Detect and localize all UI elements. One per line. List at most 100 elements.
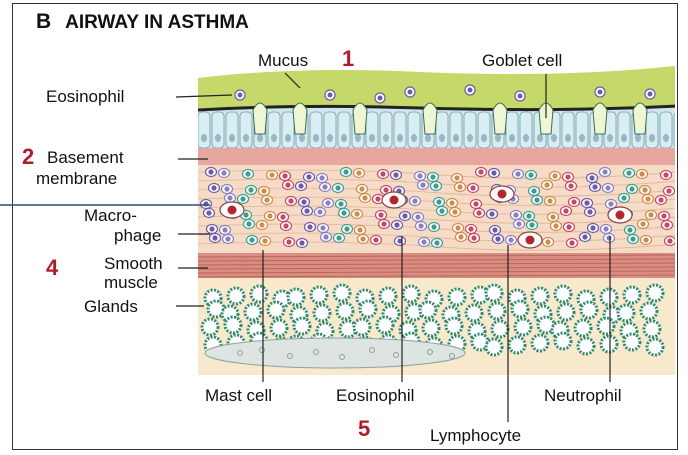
label-muscle: muscle	[104, 273, 158, 292]
cell-core	[452, 209, 457, 214]
cell-core	[489, 211, 494, 216]
cell-core	[356, 170, 361, 175]
cell-core	[408, 90, 413, 95]
cell-core	[285, 182, 290, 187]
cell-nucleus	[215, 134, 221, 142]
cell-nucleus	[285, 134, 291, 142]
label-membrane: membrane	[36, 169, 117, 188]
epithelial-cell	[660, 112, 672, 148]
gland-acinus	[294, 318, 310, 334]
cell-core	[341, 210, 346, 215]
gland-acinus	[601, 289, 617, 305]
cell-nucleus	[355, 134, 361, 142]
label-glands: Glands	[84, 297, 138, 316]
cell-nucleus	[439, 134, 445, 142]
cell-core	[457, 184, 462, 189]
cell-core	[550, 214, 555, 219]
cell-core	[360, 236, 365, 241]
macrophage-core	[498, 190, 507, 199]
epithelial-cell	[576, 112, 588, 148]
cell-nucleus	[327, 134, 333, 142]
gland-acinus	[225, 317, 241, 333]
tissue-layers	[196, 60, 686, 378]
cell-nucleus	[299, 134, 305, 142]
gland-acinus	[647, 339, 663, 355]
cell-core	[592, 184, 597, 189]
gland-acinus	[268, 302, 284, 318]
cell-nucleus	[677, 134, 683, 142]
marker-1: 1	[342, 47, 354, 71]
cell-nucleus	[383, 134, 389, 142]
cell-core	[259, 222, 264, 227]
cell-core	[434, 240, 439, 245]
cell-core	[531, 188, 536, 193]
epithelial-cell	[240, 112, 252, 148]
gland-acinus	[486, 339, 502, 355]
cell-core	[354, 211, 359, 216]
gland-acinus	[601, 336, 617, 352]
gland-acinus	[581, 302, 597, 318]
cell-nucleus	[243, 134, 249, 142]
gland-acinus	[449, 289, 465, 305]
cell-nucleus	[509, 134, 515, 142]
label-mucus: Mucus	[258, 51, 308, 70]
gland-acinus	[446, 318, 462, 334]
cell-core	[246, 221, 251, 226]
cell-core	[206, 210, 211, 215]
cell-core	[590, 225, 595, 230]
epithelial-cell	[506, 112, 518, 148]
macrophage-core	[228, 206, 237, 215]
cell-core	[381, 221, 386, 226]
cell-core	[606, 235, 611, 240]
cell-core	[563, 208, 568, 213]
epithelial-cell	[520, 112, 532, 148]
cell-core	[569, 240, 574, 245]
cell-core	[513, 212, 518, 217]
epithelial-cell	[646, 112, 658, 148]
gland-acinus	[354, 319, 370, 335]
cell-core	[553, 223, 558, 228]
cell-nucleus	[607, 134, 613, 142]
cell-core	[394, 222, 399, 227]
epithelial-cell	[268, 112, 280, 148]
gland-acinus	[208, 301, 224, 317]
macrophage-core	[526, 236, 535, 245]
cell-core	[298, 183, 303, 188]
gland-acinus	[558, 304, 574, 320]
cell-core	[454, 175, 459, 180]
cell-core	[528, 172, 533, 177]
cell-core	[286, 239, 291, 244]
marker-4: 4	[46, 256, 58, 280]
gland-acinus	[486, 285, 502, 301]
cell-core	[640, 221, 645, 226]
cell-core	[264, 197, 269, 202]
gland-acinus	[245, 304, 261, 320]
cell-core	[420, 182, 425, 187]
cell-core	[320, 225, 325, 230]
epithelial-cell	[674, 112, 686, 148]
epithelial-cell	[618, 112, 630, 148]
macrophage-core	[390, 196, 399, 205]
cell-core	[639, 171, 644, 176]
cell-nucleus	[411, 134, 417, 142]
gland-acinus	[555, 286, 571, 302]
cell-core	[582, 234, 587, 239]
cell-core	[648, 92, 653, 97]
gland-acinus	[334, 285, 350, 301]
gland-acinus	[492, 321, 508, 337]
gland-acinus	[532, 288, 548, 304]
gland-acinus	[555, 333, 571, 349]
label-phage: phage	[114, 226, 161, 245]
label-neutrophil: Neutrophil	[544, 386, 622, 405]
epithelial-cell	[310, 112, 322, 148]
cell-core	[267, 213, 272, 218]
cell-core	[262, 238, 267, 243]
cell-core	[545, 239, 550, 244]
cell-core	[375, 196, 380, 201]
cell-core	[534, 197, 539, 202]
cell-core	[529, 222, 534, 227]
gland-acinus	[403, 286, 419, 302]
cell-core	[323, 234, 328, 239]
cell-nucleus	[397, 134, 403, 142]
label-basement: Basement	[47, 148, 124, 167]
